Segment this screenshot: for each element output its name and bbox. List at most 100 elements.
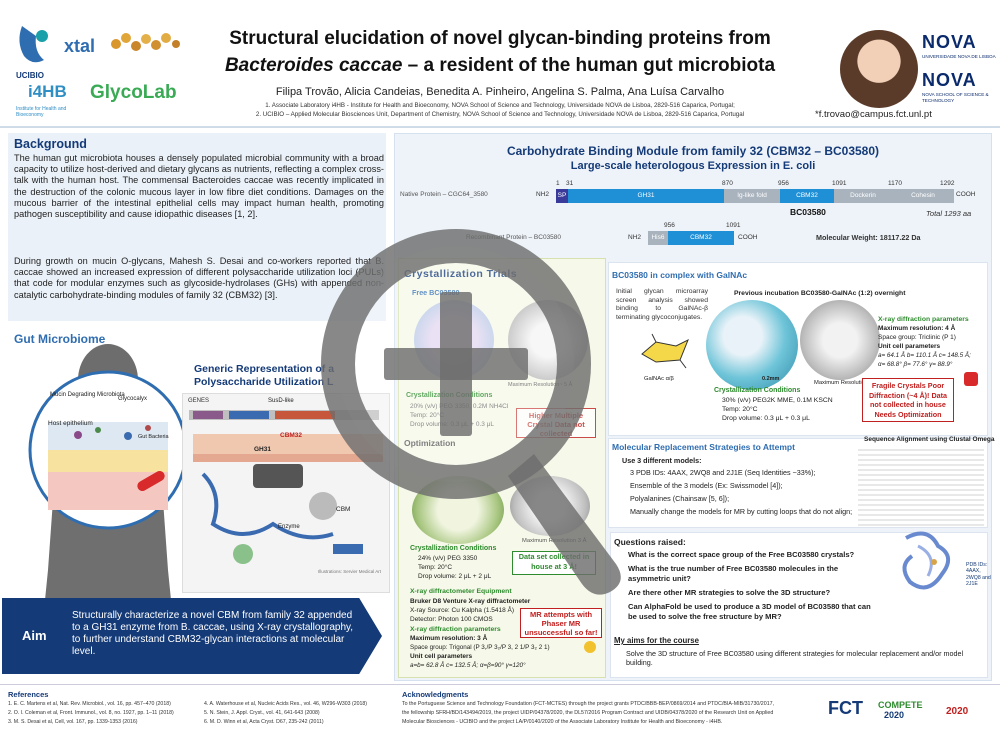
fct-logo: FCT	[828, 698, 863, 718]
reference-4: 4. A. Waterhouse et al, Nucleic Acids Re…	[204, 701, 367, 707]
protein-structure-image	[902, 531, 950, 590]
i4hb-logo: i4HB Institute for Health and Bioeconomy	[16, 82, 67, 118]
mr-item-2: 3 PDB IDs: 4AAX, 2WQ8 and 2J1E (Seq Iden…	[630, 468, 816, 477]
acknowledgments-title: Acknowledgments	[402, 690, 469, 699]
susd-label: SusD-like	[268, 398, 294, 404]
recomb-cooh: COOH	[738, 234, 758, 241]
native-nh2: NH2	[536, 191, 550, 198]
fragile-crystals-warning: Fragile Crystals Poor Diffraction (~4 Å)…	[862, 378, 954, 422]
questions-title: Questions raised:	[614, 537, 686, 547]
bc03580-label: BC03580	[790, 207, 826, 217]
background-title: Background	[14, 137, 87, 151]
galnac-max-res: Maximum Resolution~ 4 Å	[814, 380, 882, 386]
svg-text:UCIBIO: UCIBIO	[16, 71, 44, 80]
header-divider	[0, 126, 1000, 128]
gh31-label: GH31	[254, 446, 271, 453]
recombinant-protein-label: Recombinant Protein – BC03580	[466, 234, 562, 241]
reference-6: 6. M. D. Winn et al, Acta Cryst. D67, 23…	[204, 719, 324, 725]
free-xray-4: a=b= 62.8 Å c= 132.5 Å; α=β=90° γ=120°	[410, 662, 526, 669]
galnac-xray-4: a= 64.1 Å b= 110.1 Å c= 148.5 Å;	[878, 352, 971, 359]
nova-sst-logo: NOVA	[922, 70, 977, 90]
nova-university-logo: NOVA	[922, 32, 977, 52]
glycocalyx-label: Glycocalyx	[118, 396, 148, 402]
residue-1: 1	[556, 180, 560, 187]
question-4b: be used to solve the free structure by M…	[628, 612, 782, 621]
aim-title: Aim	[22, 628, 47, 643]
free-xray-3: Unit cell parameters	[410, 653, 473, 660]
aims-course-title: My aims for the course	[614, 636, 699, 645]
galnac-crystal-image	[706, 300, 798, 390]
cryst-cond-2: Temp: 20°C	[410, 412, 444, 419]
free-xray-title: X-ray diffraction parameters	[410, 626, 501, 633]
max-resolution-5: Maximum Resolution~ 5 Å	[508, 382, 572, 388]
galnac-incubation: Previous incubation BC03580-GalNAc (1:2)…	[734, 290, 906, 297]
aims-course-text: Solve the 3D structure of Free BC03580 u…	[626, 649, 964, 667]
glycolab-logo: GlycoLab	[90, 82, 177, 103]
residue-1170: 1170	[888, 180, 902, 187]
questions-section	[610, 532, 988, 678]
galnac-xray-3: Unit cell parameters	[878, 343, 941, 350]
cbm-panel-title: Carbohydrate Binding Module from family …	[506, 144, 880, 158]
background-section	[8, 133, 386, 321]
equipment-2: X-ray Source: Cu Kalpha (1.5418 Å)	[410, 607, 515, 614]
galnac-label: GalNAc α/β	[644, 376, 674, 382]
domain-cbm32: CBM32	[780, 189, 834, 203]
question-3: Are there other MR strategies to solve t…	[628, 588, 831, 597]
references-title: References	[8, 690, 49, 699]
galnac-xray-1: Maximum resolution: 4 Å	[878, 325, 956, 332]
author-photo	[840, 30, 918, 108]
residue-1091: 1091	[832, 180, 847, 187]
residue-956: 956	[778, 180, 789, 187]
thumbs-down-icon	[964, 372, 978, 386]
cryst-cond2-title: Crystallization Conditions	[410, 545, 497, 552]
acknowledgment-line-3: Molecular Biosciences - UCIBIO and the p…	[402, 719, 723, 725]
cbm-panel-subtitle: Large-scale heterologous Expression in E…	[570, 160, 816, 172]
poster-footer	[0, 684, 1000, 750]
nova-sst-sub: NOVA SCHOOL OF SCIENCE & TECHNOLOGY	[922, 92, 989, 103]
galnac-xray-title: X-ray diffraction parameters	[878, 316, 969, 323]
question-2: What is the true number of Free BC03580 …	[628, 564, 839, 573]
genes-label: GENES	[188, 398, 210, 404]
aim-section	[2, 598, 382, 674]
zoom-in-icon[interactable]	[316, 226, 646, 606]
question-1: What is the correct space group of the F…	[628, 550, 855, 559]
reference-1: 1. E. C. Martens et al, Nat. Rev. Microb…	[8, 701, 171, 707]
recomb-residue-1091: 1091	[726, 222, 741, 229]
domain-dockerin: Dockerin	[834, 189, 892, 203]
equipment-1: Bruker D8 Venture X-ray diffractometer	[410, 598, 531, 605]
compete-logo: COMPETE	[878, 700, 923, 710]
aim-text: Structurally characterize a novel CBM fr…	[72, 610, 354, 657]
cbm-label: CBM	[336, 506, 351, 513]
illustration-credit: Illustrations: Servier Medical Art	[318, 569, 382, 574]
galnac-structure-icon	[641, 333, 689, 369]
residue-31: 31	[566, 180, 574, 187]
domain-gh31: GH31	[568, 189, 724, 203]
pul-diagram	[182, 393, 390, 593]
mr-item-3: Ensemble of the 3 models (Ex: Swissmodel…	[630, 481, 783, 490]
galnac-diffraction-image	[800, 300, 880, 380]
galnac-intro: Initial glycan microarray screen analysi…	[616, 288, 708, 321]
cryst-cond2-3: Drop volume: 2 μL + 2 μL	[418, 573, 492, 580]
recomb-residue-956: 956	[664, 222, 675, 229]
enzyme-label: Enzyme	[278, 524, 300, 530]
recomb-domain-cbm32: CBM32	[668, 231, 734, 245]
mucin-label: Mucin Degrading Microbiota	[50, 392, 125, 398]
human-body-illustration	[28, 344, 188, 670]
reference-3: 3. M. S. Desai et al, Cell, vol. 167, pp…	[8, 719, 138, 725]
equipment-title: X-ray diffractometer Equipment	[410, 588, 512, 595]
svg-text:xtal: xtal	[64, 36, 95, 56]
author-list: Filipa Trovão, Alicia Candeias, Benedita…	[275, 86, 725, 98]
galnac-xray-2: Space group: Triclinic (P 1)	[878, 334, 956, 341]
question-2b: asymmetric unit?	[628, 574, 691, 583]
mr-unsuccessful-badge: MR attempts with Phaser MR unsuccessful …	[520, 608, 602, 638]
scale-bar-label: 0.2mm	[762, 376, 780, 382]
cbm32-label: CBM32	[280, 432, 303, 439]
sequence-alignment-title: Sequence Alignment using Clustal Omega	[864, 436, 995, 443]
domain-sp: SP	[556, 189, 568, 203]
acknowledgment-line-1: To the Portuguese Science and Technology…	[402, 701, 775, 707]
reference-2: 2. O. I. Coleman et al, Front. Immunol.,…	[8, 710, 174, 716]
species-name: Bacteroides caccae	[224, 55, 403, 76]
poster-title-line1: Structural elucidation of novel glycan-b…	[229, 28, 771, 49]
mr-item-4: Polyalanines (Chainsaw [5, 6]);	[630, 494, 730, 503]
sequence-alignment-image	[858, 446, 984, 526]
